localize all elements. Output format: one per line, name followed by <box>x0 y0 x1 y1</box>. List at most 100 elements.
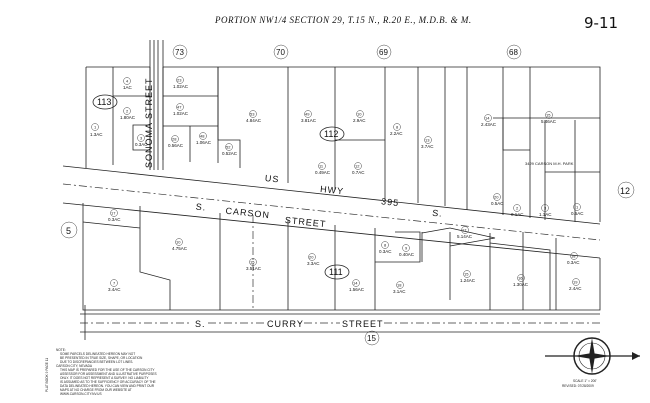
parcel[interactable]: 120.7AC <box>352 162 365 176</box>
svg-text:8: 8 <box>384 243 387 248</box>
svg-text:3.4AC: 3.4AC <box>108 287 121 292</box>
svg-text:20: 20 <box>309 255 314 260</box>
svg-text:2.43AC: 2.43AC <box>481 122 497 127</box>
south-block-lines <box>82 203 601 311</box>
svg-text:ONLY. IT DOES NOT REPRESENT A: ONLY. IT DOES NOT REPRESENT A SURVEY. NO… <box>60 376 149 380</box>
svg-text:4.84AC: 4.84AC <box>246 118 262 123</box>
svg-text:3.3AC: 3.3AC <box>307 261 320 266</box>
svg-text:2.9AC: 2.9AC <box>353 118 366 123</box>
adjacent-page-69[interactable]: 69 <box>376 44 392 60</box>
block-112[interactable]: 112 <box>319 126 345 142</box>
adjacent-page-15[interactable]: 15 <box>364 330 380 346</box>
parcel[interactable]: 80.3AC <box>379 241 392 255</box>
parcel[interactable]: 82.2AC <box>390 123 403 137</box>
svg-text:5.46AC: 5.46AC <box>541 119 557 124</box>
parcel[interactable]: 21.80AC <box>120 107 136 121</box>
parcel[interactable]: 30.3AC <box>135 134 148 148</box>
svg-text:52: 52 <box>226 145 231 150</box>
parcel[interactable]: 110.49AC <box>315 162 331 176</box>
sonoma-street-label: SONOMA STREET <box>144 77 154 168</box>
parcel[interactable]: 151.24AC <box>460 270 476 284</box>
parcel[interactable]: 280.56AC <box>168 135 184 149</box>
parcels-south: 170.3AC 73.4AC 104.75AC 153.51AC 203.3AC… <box>108 209 582 295</box>
north-block-lines <box>62 40 601 225</box>
svg-text:2: 2 <box>126 109 129 114</box>
svg-text:16: 16 <box>518 276 523 281</box>
svg-text:15: 15 <box>367 334 376 343</box>
svg-text:0.1AC: 0.1AC <box>511 212 524 217</box>
svg-text:112: 112 <box>324 129 338 139</box>
svg-text:1.02AC: 1.02AC <box>173 111 189 116</box>
svg-text:S.: S. <box>195 202 207 213</box>
parcel[interactable]: 180.3AC <box>567 252 580 266</box>
parcel[interactable]: 183.1AC <box>393 281 406 295</box>
parcel[interactable]: 200.5AC <box>491 193 504 207</box>
svg-text:ASSESSOR FOR ASSESSMENT AND IL: ASSESSOR FOR ASSESSMENT AND ILLUSTRATIVE… <box>60 372 157 376</box>
parcel[interactable]: 493.81AC <box>301 110 317 124</box>
parcel[interactable]: 133.7AC <box>421 136 434 150</box>
parcel[interactable]: 10.6AC <box>571 203 584 217</box>
adjacent-page-73[interactable]: 73 <box>172 44 188 60</box>
svg-text:10: 10 <box>176 240 181 245</box>
adjacent-page-12[interactable]: 12 <box>617 181 635 199</box>
parcel[interactable]: 231.02AC <box>173 76 189 90</box>
svg-text:2.4AC: 2.4AC <box>569 286 582 291</box>
parcel[interactable]: 104.75AC <box>172 238 188 252</box>
svg-text:1.02AC: 1.02AC <box>173 84 189 89</box>
svg-text:15: 15 <box>464 272 469 277</box>
adjacent-page-70[interactable]: 70 <box>273 44 289 60</box>
parcel[interactable]: 175.14AC <box>457 226 473 240</box>
svg-text:47: 47 <box>177 105 182 110</box>
svg-text:19: 19 <box>573 280 578 285</box>
svg-text:5.14AC: 5.14AC <box>457 234 473 239</box>
svg-text:THIS MAP IS PREPARED FOR THE U: THIS MAP IS PREPARED FOR THE USE OF THE … <box>60 368 155 372</box>
parcel[interactable]: 20.1AC <box>511 204 524 218</box>
parcel[interactable]: 471.02AC <box>173 103 189 117</box>
side-note: PLAT BOOK 9 PAGE 11 <box>45 358 49 392</box>
svg-text:0.52AC: 0.52AC <box>222 151 238 156</box>
adjacent-page-5[interactable]: 5 <box>60 221 78 239</box>
svg-text:WWW.CARSON-CITY.NV.US: WWW.CARSON-CITY.NV.US <box>60 392 102 396</box>
parcel[interactable]: 142.43AC <box>481 114 497 128</box>
svg-text:0.5AC: 0.5AC <box>491 201 504 206</box>
svg-text:1: 1 <box>576 205 579 210</box>
parcel[interactable]: 192.4AC <box>569 278 582 292</box>
svg-text:3.51AC: 3.51AC <box>246 266 262 271</box>
svg-text:DATA DELINEATED HEREON. YOU CA: DATA DELINEATED HEREON. YOU CAN VIEW AND… <box>60 384 155 388</box>
parcel[interactable]: 170.3AC <box>108 209 121 223</box>
parcel[interactable]: 155.46AC <box>541 111 557 125</box>
curry-street-label: S. CURRY STREET <box>192 318 383 329</box>
parcel[interactable]: 73.4AC <box>108 279 121 293</box>
parcel[interactable]: 161.30AC <box>513 274 529 288</box>
parcel[interactable]: 481.06AC <box>196 132 212 146</box>
svg-text:69: 69 <box>379 48 388 57</box>
parcel[interactable]: 102.9AC <box>353 110 366 124</box>
mobile-park-label: 3429 CARSON M.H. PARK <box>525 161 574 166</box>
highway-centerline <box>62 183 601 241</box>
parcel[interactable]: 520.52AC <box>222 143 238 157</box>
parcel[interactable]: 141.56AC <box>349 279 365 293</box>
svg-text:15: 15 <box>250 260 255 265</box>
parcel[interactable]: 534.84AC <box>246 110 262 124</box>
svg-text:SOME PARCELS DELINEATED HEREON: SOME PARCELS DELINEATED HEREON MAY NOT <box>60 352 135 356</box>
parcel[interactable]: 11.3AC <box>90 123 103 138</box>
parcel[interactable]: 153.51AC <box>246 258 262 272</box>
adjacent-page-68[interactable]: 68 <box>506 44 522 60</box>
revised-date: REVISED: 07/28/2009 <box>562 384 594 388</box>
parcel[interactable]: 203.3AC <box>307 253 320 267</box>
block-111[interactable]: 111 <box>324 264 350 280</box>
parcel[interactable]: 31.1AC <box>539 204 552 218</box>
svg-text:8: 8 <box>396 125 399 130</box>
svg-text:1.3AC: 1.3AC <box>90 132 103 137</box>
svg-text:3.1AC: 3.1AC <box>393 289 406 294</box>
svg-text:20: 20 <box>494 195 499 200</box>
svg-text:IS ASSUMED AS TO THE SUFFICIEN: IS ASSUMED AS TO THE SUFFICIENCY OR ACCU… <box>60 380 156 384</box>
svg-text:10: 10 <box>357 112 362 117</box>
parcel[interactable]: 90.40AC <box>399 244 415 258</box>
block-113[interactable]: 113 <box>92 94 118 110</box>
svg-text:CURRY: CURRY <box>267 319 304 329</box>
svg-text:68: 68 <box>509 48 518 57</box>
svg-text:CARSON: CARSON <box>225 206 270 221</box>
